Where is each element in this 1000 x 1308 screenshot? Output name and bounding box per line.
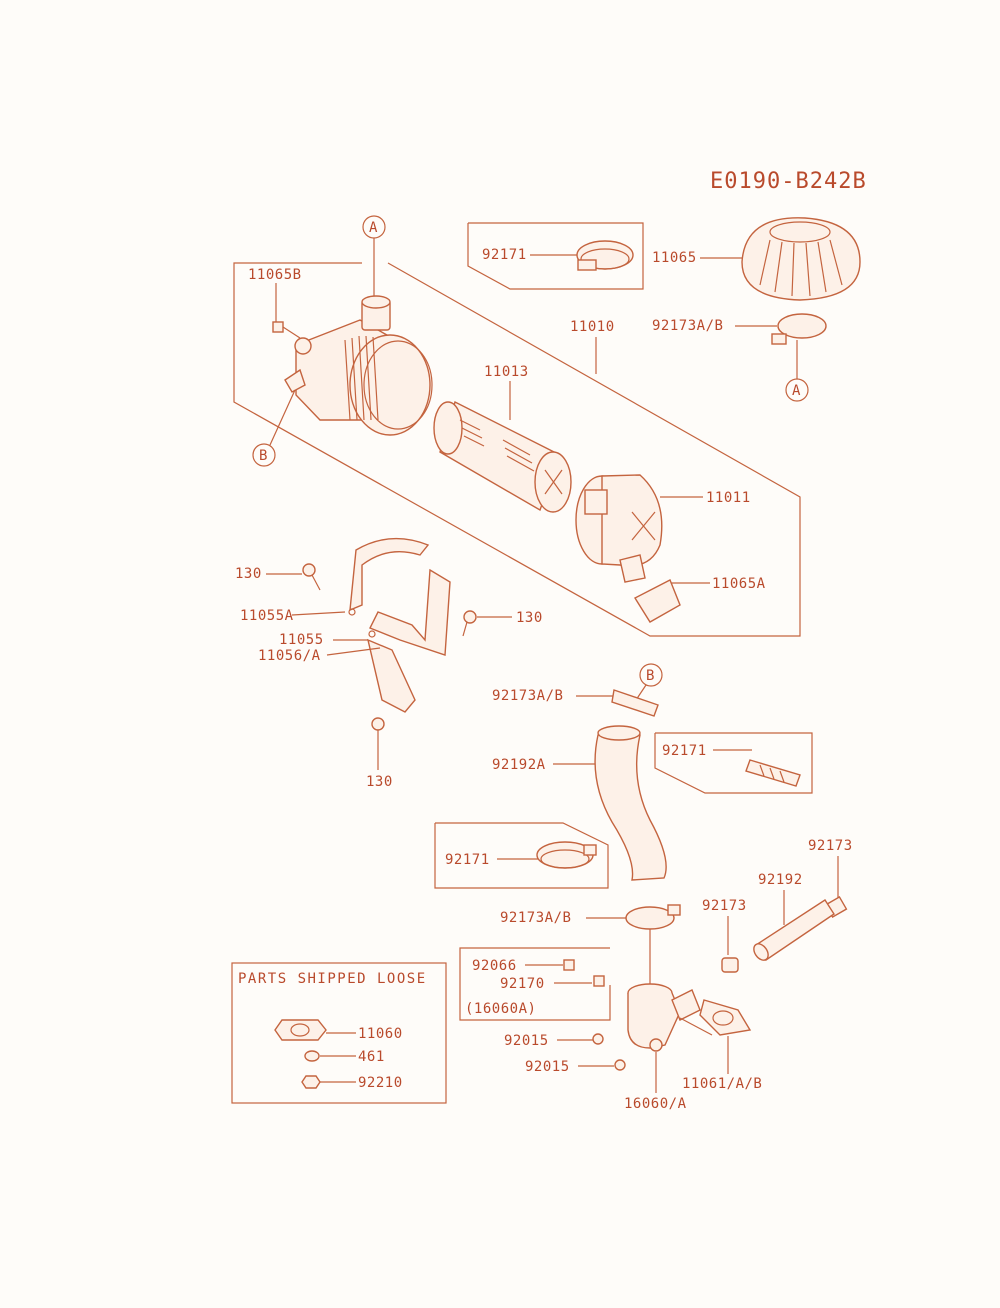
bolt-130-b-icon — [462, 610, 477, 637]
label-92192: 92192 — [758, 872, 803, 888]
bolt-130-c-icon — [371, 717, 385, 770]
label-92173AB-low: 92173A/B — [500, 910, 571, 926]
hose-clamp-92171-low-icon — [536, 841, 597, 869]
label-92173AB-mid: 92173A/B — [492, 688, 563, 704]
nut-92015-a-icon — [592, 1033, 604, 1045]
label-11055: 11055 — [279, 632, 324, 648]
leader-11056A — [326, 647, 381, 656]
nut-92015-b-icon — [614, 1059, 626, 1071]
diagram-code: E0190-B242B — [710, 169, 867, 194]
callout-b-left-label: B — [259, 448, 268, 464]
label-92015-a: 92015 — [504, 1033, 549, 1049]
callout-b-right-label: B — [646, 668, 655, 684]
label-461: 461 — [358, 1049, 385, 1065]
callout-a-right: A — [785, 340, 809, 402]
leader-elbow-gasket — [679, 1017, 713, 1036]
assembly-outline-11010 — [233, 262, 801, 637]
label-92173-right: 92173 — [808, 838, 853, 854]
hose-clamp-92173-top-icon — [771, 313, 827, 345]
hose-clamp-92173-mid-icon — [611, 689, 659, 717]
box-92171-top — [467, 222, 644, 290]
label-92173-mid: 92173 — [702, 898, 747, 914]
label-11065B: 11065B — [248, 267, 302, 283]
air-cleaner-body-icon — [284, 295, 433, 436]
label-130-b: 130 — [516, 610, 543, 626]
bolt-130-a-icon — [302, 563, 321, 591]
gasket-11060-icon — [274, 1019, 327, 1041]
label-16060A-paren: (16060A) — [465, 1001, 536, 1017]
washer-461-icon — [304, 1050, 320, 1062]
label-11055A: 11055A — [240, 608, 294, 624]
label-11060: 11060 — [358, 1026, 403, 1042]
callout-b-right: B — [635, 663, 663, 701]
hose-clamp-92173-low-icon — [625, 904, 681, 930]
label-11065: 11065 — [652, 250, 697, 266]
breather-hose-icon — [753, 899, 835, 961]
label-92015-b: 92015 — [525, 1059, 570, 1075]
label-11010: 11010 — [570, 319, 615, 335]
label-130-c: 130 — [366, 774, 393, 790]
plug-92066-icon — [563, 959, 575, 971]
intake-elbow-icon — [627, 983, 701, 1052]
label-92210: 92210 — [358, 1075, 403, 1091]
label-11056A: 11056/A — [258, 648, 321, 664]
label-92171-top: 92171 — [482, 247, 527, 263]
label-92170: 92170 — [500, 976, 545, 992]
label-92171-low: 92171 — [445, 852, 490, 868]
label-11061AB: 11061/A/B — [682, 1076, 762, 1092]
parts-shipped-loose-box — [231, 962, 447, 1104]
label-92066: 92066 — [472, 958, 517, 974]
dust-cup-icon — [575, 474, 663, 567]
screw-92170-icon — [593, 975, 605, 987]
bolt-11065B-icon — [272, 321, 301, 339]
callout-a-top: A — [362, 215, 386, 296]
callout-a-right-label: A — [792, 383, 801, 399]
hose-clamp-92173-mid2-icon — [721, 957, 739, 973]
label-11065A: 11065A — [712, 576, 766, 592]
parts-shipped-loose-title: PARTS SHIPPED LOOSE — [238, 971, 427, 987]
hose-clamp-icon — [576, 240, 634, 271]
label-92173AB-top: 92173A/B — [652, 318, 723, 334]
evacuator-valve-icon — [619, 554, 681, 623]
gasket-11061-icon — [699, 999, 752, 1036]
nut-92210-icon — [301, 1075, 321, 1089]
filter-element-icon — [433, 400, 572, 513]
label-11011: 11011 — [706, 490, 751, 506]
hose-clamp-92171-mid-icon — [745, 759, 801, 787]
label-11013: 11013 — [484, 364, 529, 380]
callout-a-top-label: A — [369, 220, 378, 236]
box-16060A — [459, 947, 611, 1021]
label-92192A: 92192A — [492, 757, 546, 773]
box-92171-mid — [654, 732, 813, 794]
pre-cleaner-cap-icon — [741, 217, 861, 301]
label-16060A: 16060/A — [624, 1096, 687, 1112]
callout-b-left: B — [252, 389, 296, 467]
leader-11055A — [291, 611, 346, 616]
inlet-hose-icon — [594, 725, 667, 881]
label-92171-mid: 92171 — [662, 743, 707, 759]
label-130-a: 130 — [235, 566, 262, 582]
bracket-11055-icon — [348, 537, 451, 713]
box-92171-low — [434, 822, 609, 889]
